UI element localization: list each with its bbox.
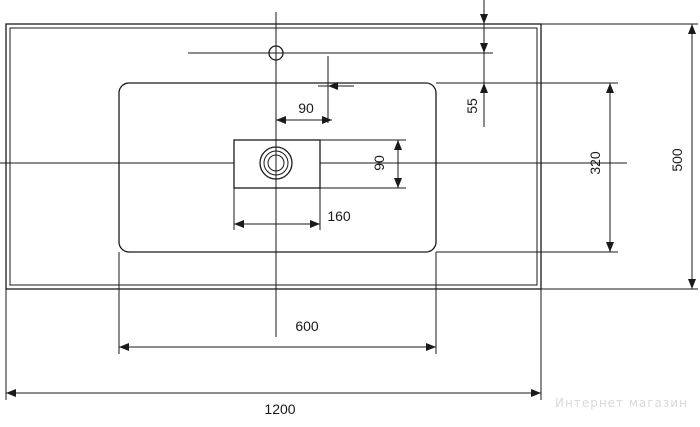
drain-recess [233,139,321,189]
watermark: Интернет магазин [555,396,688,410]
dimension-1200: 1200 [5,289,542,417]
dimension-160: 160 [233,188,351,230]
dim-label-500: 500 [669,148,685,172]
dim-label-55: 55 [464,98,480,114]
dim-label-160: 160 [327,208,351,224]
bowl-outline [118,82,437,253]
dimension-90-horizontal: 90 [276,56,354,124]
dim-label-320: 320 [587,151,603,175]
countertop-outline [5,23,542,290]
dim-label-90-v: 90 [371,155,387,171]
dim-label-1200: 1200 [264,401,295,417]
dimension-500: 500 [541,23,698,290]
dimension-600: 600 [118,252,437,354]
dimension-55: 55 [436,0,493,127]
dim-label-90-h: 90 [298,100,314,116]
dimension-90-vertical: 90 [320,139,406,189]
dim-label-600: 600 [295,318,319,334]
center-lines [0,12,627,337]
dimension-320: 320 [436,82,618,253]
